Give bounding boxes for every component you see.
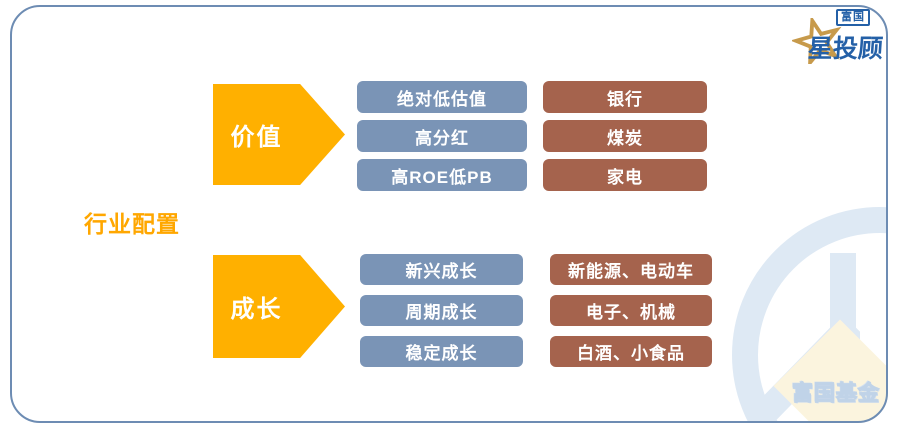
industry-box: 电子、机械 xyxy=(550,295,712,326)
brand-star-char: 星 xyxy=(806,35,834,63)
brand-name-rest: 投顾 xyxy=(831,35,884,63)
watermark-fund-name: 富国基金 xyxy=(792,382,880,406)
industry-box: 新能源、电动车 xyxy=(550,254,712,285)
brand-badge: 富国 xyxy=(836,9,870,26)
industry-box: 银行 xyxy=(543,81,707,113)
star-icon xyxy=(792,18,842,64)
value-style-column: 绝对低估值 高分红 高ROE低PB xyxy=(357,81,527,191)
style-box: 稳定成长 xyxy=(360,336,523,367)
watermark-layer: 富国基金 xyxy=(10,5,888,423)
style-box: 周期成长 xyxy=(360,295,523,326)
style-box: 高分红 xyxy=(357,120,527,152)
arrow-value-label: 价值 xyxy=(230,124,283,151)
style-box: 新兴成长 xyxy=(360,254,523,285)
growth-industry-column: 新能源、电动车 电子、机械 白酒、小食品 xyxy=(550,254,712,367)
industry-box: 白酒、小食品 xyxy=(550,336,712,367)
industry-box: 煤炭 xyxy=(543,120,707,152)
arrow-growth-label: 成长 xyxy=(230,296,283,323)
style-box: 绝对低估值 xyxy=(357,81,527,113)
page-title: 行业配置 xyxy=(84,211,180,237)
brand-name: 星投顾 xyxy=(807,29,885,65)
growth-style-column: 新兴成长 周期成长 稳定成长 xyxy=(360,254,523,367)
style-box: 高ROE低PB xyxy=(357,159,527,191)
value-industry-column: 银行 煤炭 家电 xyxy=(543,81,707,191)
brand-logo: 富国 星投顾 xyxy=(788,6,892,64)
industry-box: 家电 xyxy=(543,159,707,191)
